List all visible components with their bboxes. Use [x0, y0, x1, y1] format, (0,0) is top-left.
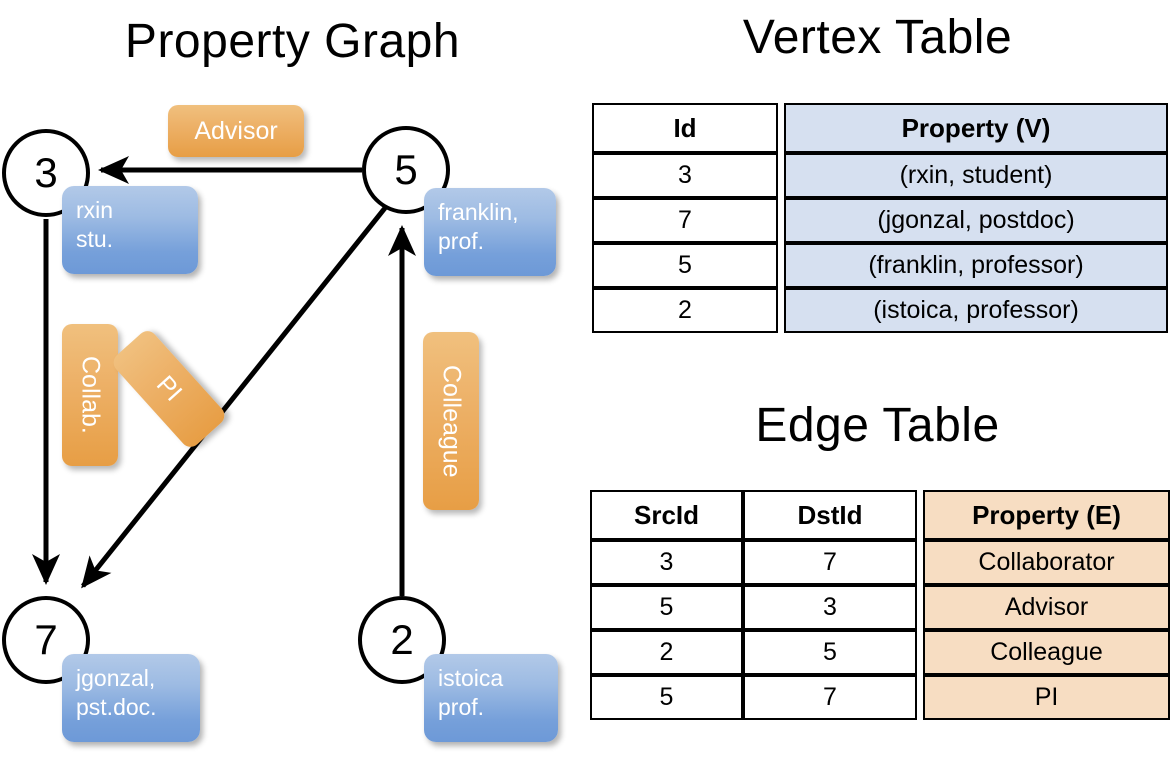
vertex-cell-property: (rxin, student) [784, 153, 1168, 198]
edge-table-header-property: Property (E) [923, 490, 1170, 540]
vertex-property-box-jgonzal[interactable]: jgonzal, pst.doc. [62, 654, 200, 742]
edge-cell-dstid: 7 [743, 675, 917, 720]
property-graph-diagram: 3 5 7 2 rxin stu. franklin, prof. jgonza… [2, 105, 558, 742]
vertex-cell-property: (istoica, professor) [784, 288, 1168, 333]
page-title-property-graph: Property Graph [124, 15, 461, 68]
table-row[interactable]: 3 (rxin, student) [592, 153, 1168, 198]
graph-vertex-5[interactable]: 5 [362, 126, 450, 214]
edge-cell-dstid: 7 [743, 540, 917, 585]
table-header-row: Id Property (V) [592, 103, 1168, 153]
table-row[interactable]: 5 7 PI [590, 675, 1170, 720]
section-title-edge-table: Edge Table [755, 399, 1000, 452]
edge-cell-srcid: 5 [590, 585, 743, 630]
edge-cell-dstid: 3 [743, 585, 917, 630]
edge-cell-srcid: 5 [590, 675, 743, 720]
edge-cell-property: PI [923, 675, 1170, 720]
table-row[interactable]: 2 (istoica, professor) [592, 288, 1168, 333]
vertex-property-box-rxin[interactable]: rxin stu. [62, 186, 198, 274]
vertex-property-line2: stu. [76, 226, 114, 253]
edge-label-advisor[interactable]: Advisor [168, 105, 304, 157]
vertex-cell-id: 5 [592, 243, 778, 288]
edge-label-collab[interactable]: Collab. [62, 324, 118, 466]
table-row[interactable]: 7 (jgonzal, postdoc) [592, 198, 1168, 243]
table-row[interactable]: 5 (franklin, professor) [592, 243, 1168, 288]
vertex-cell-property: (franklin, professor) [784, 243, 1168, 288]
vertex-property-line2: pst.doc. [76, 694, 157, 721]
table-row[interactable]: 5 3 Advisor [590, 585, 1170, 630]
graph-vertex-2[interactable]: 2 [358, 596, 446, 684]
edge-cell-srcid: 3 [590, 540, 743, 585]
vertex-table-header-property: Property (V) [784, 103, 1168, 153]
vertex-property-box-franklin[interactable]: franklin, prof. [424, 188, 556, 276]
vertex-cell-id: 2 [592, 288, 778, 333]
edge-label-pi-text: PI [151, 370, 188, 407]
edge-table-header-dstid: DstId [743, 490, 917, 540]
vertex-cell-id: 3 [592, 153, 778, 198]
vertex-property-box-istoica[interactable]: istoica prof. [424, 654, 558, 742]
table-header-row: SrcId DstId Property (E) [590, 490, 1170, 540]
vertex-property-line1: rxin [76, 197, 114, 223]
vertex-property-line1: istoica [438, 665, 504, 691]
vertex-property-line1: jgonzal, [76, 665, 156, 691]
vertex-table-header-id: Id [592, 103, 778, 153]
vertex-cell-id: 7 [592, 198, 778, 243]
vertex-cell-property: (jgonzal, postdoc) [784, 198, 1168, 243]
edge-cell-dstid: 5 [743, 630, 917, 675]
vertex-property-line2: prof. [438, 228, 485, 255]
edge-cell-property: Colleague [923, 630, 1170, 675]
vertex-property-line1: franklin, [438, 199, 519, 225]
table-row[interactable]: 3 7 Collaborator [590, 540, 1170, 585]
edge-label-colleague[interactable]: Colleague [423, 332, 479, 510]
edge-table: SrcId DstId Property (E) 3 7 Collaborato… [590, 490, 1170, 720]
edge-line-5-to-7 [81, 201, 391, 589]
edge-label-advisor-text: Advisor [194, 116, 278, 145]
vertex-property-line2: prof. [438, 694, 485, 721]
vertex-table: Id Property (V) 3 (rxin, student) 7 (jgo… [592, 103, 1168, 333]
table-row[interactable]: 2 5 Colleague [590, 630, 1170, 675]
edge-cell-property: Collaborator [923, 540, 1170, 585]
edge-label-collab-text: Collab. [76, 356, 105, 434]
edge-cell-srcid: 2 [590, 630, 743, 675]
edge-cell-property: Advisor [923, 585, 1170, 630]
graph-edge-lines [31, 155, 417, 596]
edge-table-header-srcid: SrcId [590, 490, 743, 540]
section-title-vertex-table: Vertex Table [742, 11, 1013, 64]
edge-label-colleague-text: Colleague [437, 364, 466, 478]
